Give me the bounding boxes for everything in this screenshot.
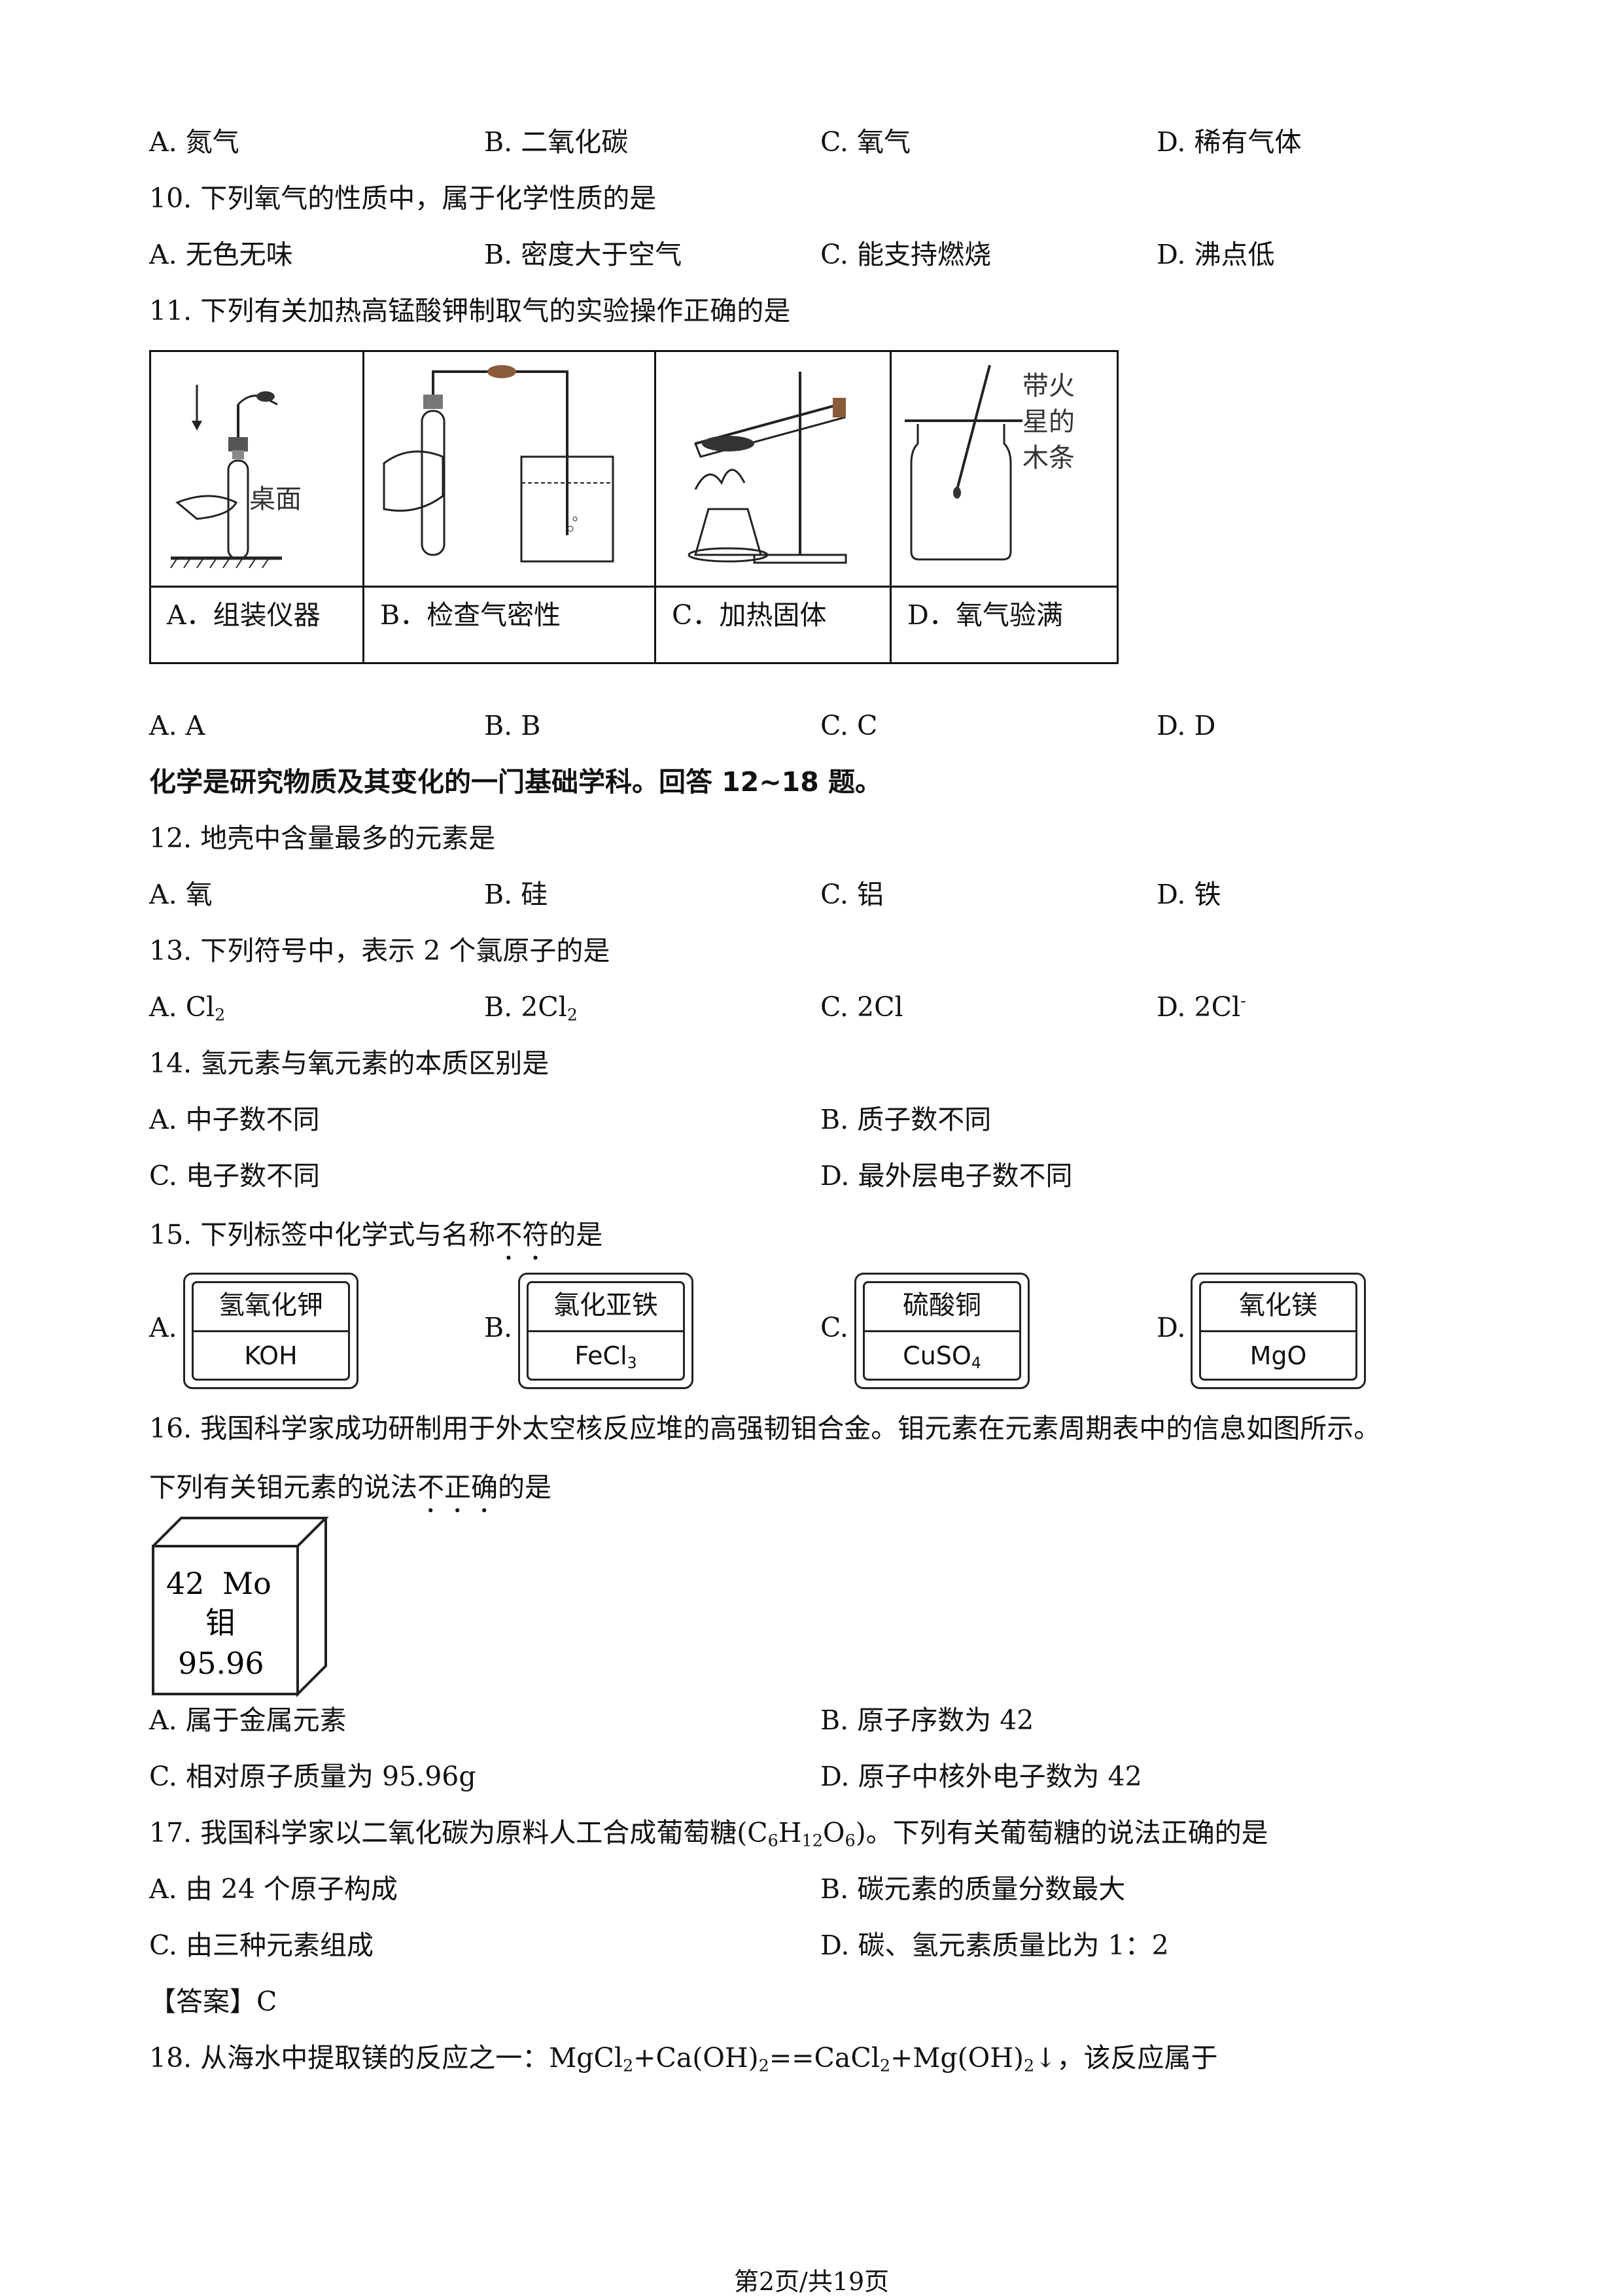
q11-stem: 11. 下列有关加热高锰酸钾制取气的实验操作正确的是 [149, 295, 791, 327]
airtightness-check-icon [383, 365, 614, 563]
q9-option-b: B. 二氧化碳 [484, 126, 629, 158]
splint-label-2: 星的 [1022, 407, 1075, 437]
atomic-number: 42 [166, 1566, 205, 1601]
heat-solid-icon [688, 372, 847, 564]
label-name: 氢氧化钾 [218, 1290, 323, 1320]
q17-stem: 17. 我国科学家以二氧化碳为原料人工合成葡萄糖(C6H12O6)。下列有关葡萄… [149, 1817, 1268, 1850]
q11-caption-a: A．组装仪器 [167, 599, 321, 631]
q12-option-c: C. 铝 [820, 879, 884, 910]
q15-label-a: A. 氢氧化钾 KOH [149, 1273, 358, 1389]
q14-stem: 14. 氢元素与氧元素的本质区别是 [149, 1048, 550, 1079]
q16-stem-2: 下列有关钼元素的说法不正确的是 [149, 1472, 551, 1503]
q14-option-d: D. 最外层电子数不同 [820, 1160, 1073, 1192]
q10-option-c: C. 能支持燃烧 [820, 239, 991, 270]
atomic-mass: 95.96 [178, 1646, 264, 1681]
element-cell-molybdenum: 42 Mo 钼 95.96 [150, 1515, 335, 1704]
q11-option-b: B. B [484, 710, 541, 741]
q17-option-d: D. 碳、氢元素质量比为 1：2 [820, 1930, 1169, 1961]
q12-option-d: D. 铁 [1157, 879, 1221, 910]
element-name: 钼 [205, 1605, 236, 1640]
q13-option-a: A. Cl2 [149, 991, 226, 1025]
q16-stem-1: 16. 我国科学家成功研制用于外太空核反应堆的高强韧钼合金。钼元素在元素周期表中… [149, 1413, 1381, 1444]
q12-stem: 12. 地壳中含量最多的元素是 [149, 822, 496, 854]
splint-label-3: 木条 [1022, 443, 1075, 473]
q15-label-b: B. 氯化亚铁 FeCl3 [484, 1273, 693, 1389]
q16-option-b: B. 原子序数为 42 [820, 1704, 1034, 1736]
q9-option-c: C. 氧气 [820, 126, 911, 158]
element-symbol: Mo [222, 1566, 271, 1601]
q12-option-b: B. 硅 [484, 879, 548, 910]
label-formula: FeCl3 [574, 1341, 637, 1372]
q11-cell-d: 带火 星的 木条 D．氧气验满 [892, 352, 1117, 662]
q13-stem: 13. 下列符号中，表示 2 个氯原子的是 [149, 935, 610, 966]
splint-label-1: 带火 [1022, 371, 1075, 401]
q18-stem: 18. 从海水中提取镁的反应之一：MgCl2+Ca(OH)2==CaCl2+Mg… [149, 2042, 1218, 2075]
label-name: 硫酸铜 [903, 1290, 981, 1320]
label-name: 氧化镁 [1239, 1290, 1318, 1320]
section-intro: 化学是研究物质及其变化的一门基础学科。回答 12~18 题。 [149, 766, 882, 798]
q11-cell-b: B．检查气密性 [364, 352, 656, 662]
oxygen-full-check-icon: 带火 星的 木条 [905, 364, 1075, 561]
q14-option-a: A. 中子数不同 [149, 1104, 320, 1135]
label-formula: KOH [244, 1341, 298, 1370]
label-formula: CuSO4 [903, 1341, 981, 1372]
q10-option-b: B. 密度大于空气 [484, 239, 682, 270]
q11-caption-c: C．加热固体 [672, 599, 827, 631]
q11-cell-c: C．加热固体 [656, 352, 892, 662]
label-name: 氯化亚铁 [553, 1290, 658, 1320]
q11-cell-a: 桌面 A．组装仪器 [151, 352, 364, 662]
q13-option-d: D. 2Cl- [1157, 990, 1246, 1023]
q11-caption-d: D．氧气验满 [907, 599, 1063, 631]
q11-option-d: D. D [1157, 710, 1216, 741]
assemble-apparatus-icon: 桌面 [170, 385, 302, 569]
page-footer: 第2页/共19页 [733, 2267, 890, 2296]
q14-option-b: B. 质子数不同 [820, 1104, 992, 1135]
q11-option-a: A. A [149, 710, 205, 741]
q10-option-a: A. 无色无味 [149, 239, 293, 270]
q15-label-c: C. 硫酸铜 CuSO4 [820, 1273, 1030, 1389]
q10-option-d: D. 沸点低 [1157, 239, 1275, 270]
q15-label-d: D. 氧化镁 MgO [1157, 1273, 1366, 1389]
q17-answer: 【答案】C [149, 1986, 277, 2017]
desk-label: 桌面 [249, 484, 302, 514]
q17-option-b: B. 碳元素的质量分数最大 [820, 1873, 1126, 1905]
q11-figure-table: 桌面 A．组装仪器 B．检查气密性 C [149, 350, 1119, 664]
q13-option-c: C. 2Cl [820, 991, 903, 1023]
q15-stem: 15. 下列标签中化学式与名称不符的是 [149, 1219, 603, 1250]
q16-option-c: C. 相对原子质量为 95.96g [149, 1761, 476, 1792]
q13-option-b: B. 2Cl2 [484, 991, 578, 1025]
q14-option-c: C. 电子数不同 [149, 1160, 320, 1192]
q16-option-d: D. 原子中核外电子数为 42 [820, 1761, 1142, 1792]
q16-option-a: A. 属于金属元素 [149, 1704, 347, 1736]
q17-option-a: A. 由 24 个原子构成 [149, 1873, 398, 1905]
q12-option-a: A. 氧 [149, 879, 213, 910]
q10-stem: 10. 下列氧气的性质中，属于化学性质的是 [149, 183, 657, 214]
q11-caption-b: B．检查气密性 [380, 599, 561, 631]
q9-option-d: D. 稀有气体 [1157, 126, 1302, 158]
q9-option-a: A. 氮气 [149, 126, 239, 158]
label-formula: MgO [1249, 1341, 1307, 1370]
q11-option-c: C. C [820, 710, 878, 741]
q17-option-c: C. 由三种元素组成 [149, 1930, 374, 1961]
